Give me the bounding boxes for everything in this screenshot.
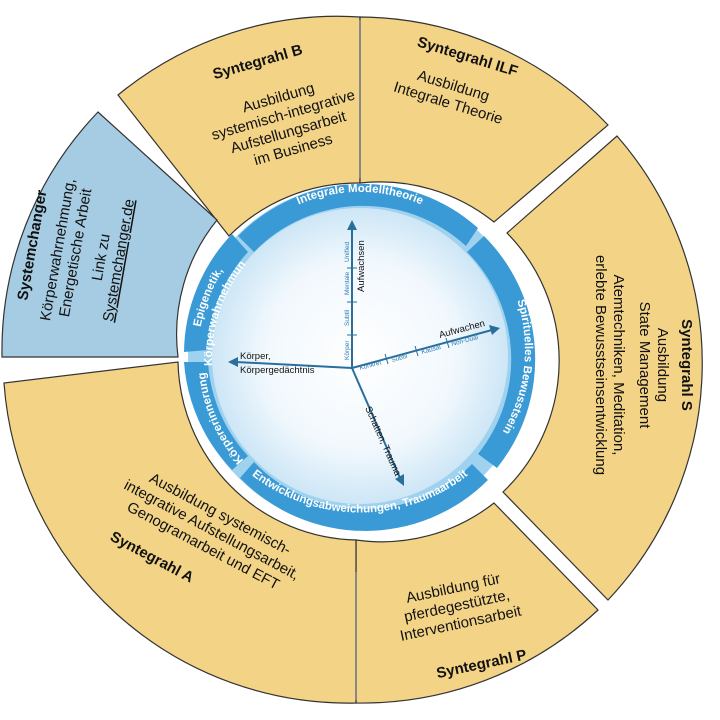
- center-axes: [228, 220, 500, 486]
- syntegrahl-s-content: Syntegrahl S Ausbildung State Management…: [592, 255, 695, 475]
- tick-up-koerper: Körper: [344, 340, 351, 360]
- ring-band-left-upper: [184, 234, 248, 352]
- ring-band-bottom: [240, 462, 488, 531]
- axis-down: [351, 367, 401, 479]
- segment-syntegrahl-s: [502, 135, 703, 601]
- center-disc: [212, 208, 508, 504]
- axis-label-koerper: Körper,: [240, 351, 271, 362]
- axis-label-koerpergedaechtnis: Körpergedächtnis: [240, 365, 315, 376]
- tick-up-mentale: Mentale: [344, 271, 351, 295]
- syntegrahl-s-line-2: State Management: [636, 302, 653, 430]
- axis-ticks: [347, 267, 450, 365]
- axis-left: [235, 361, 353, 369]
- axis-right-arrowhead: [489, 325, 500, 335]
- tick-right-subtil: Subtil: [391, 353, 409, 364]
- segment-syntegrahl-ilf: [359, 16, 609, 223]
- syntegrahl-s-line-3: Atemtechniken, Meditation,: [610, 275, 627, 456]
- tick-up-unified: Unified: [344, 241, 351, 262]
- axis-left-arrowhead: [228, 357, 238, 367]
- segment-syntegrahl-a: [3, 361, 357, 704]
- axis-up-arrowhead: [347, 220, 357, 230]
- outer-segments: [1, 15, 703, 704]
- inner-ring: [184, 183, 536, 531]
- ring-band-top: [238, 183, 478, 252]
- syntegrahl-s-title: Syntegrahl S: [678, 319, 695, 411]
- ring-band-right: [467, 236, 536, 468]
- segment-systemchanger: [1, 111, 218, 358]
- syntegrahl-s-line-4: erlebte Bewusstseinsentwicklung: [592, 255, 609, 475]
- axis-down-arrowhead: [395, 474, 404, 486]
- syntegrahl-s-line-1: Ausbildung: [654, 328, 671, 402]
- tick-up-subtil: Subtil: [344, 309, 351, 326]
- axis-right: [351, 329, 493, 369]
- axis-label-aufwachsen: Aufwachsen: [356, 240, 367, 292]
- ring-band-left-lower: [184, 362, 248, 470]
